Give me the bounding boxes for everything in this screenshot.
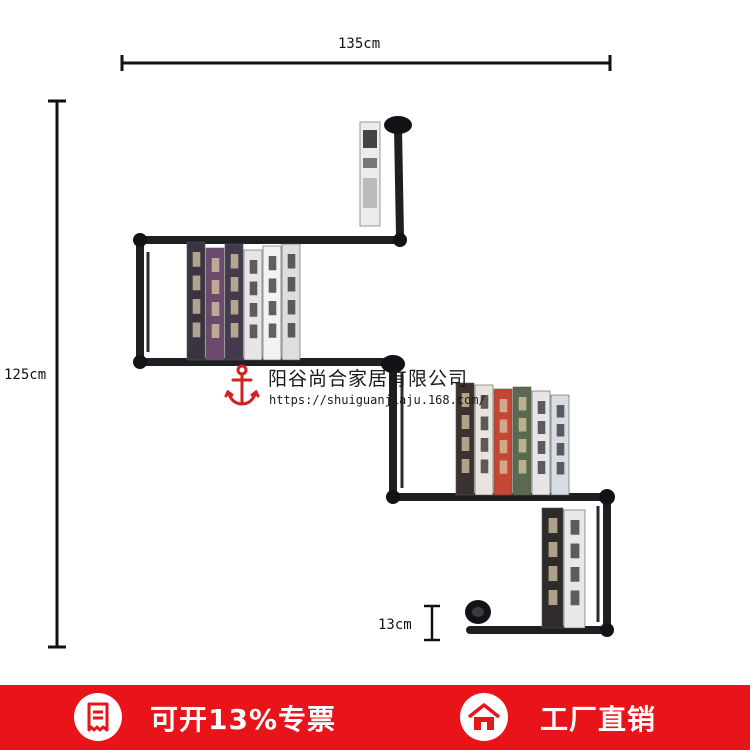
book-spine-print [537, 461, 546, 474]
book-spine-print [211, 302, 220, 316]
book-spine-print [211, 258, 220, 272]
book-spine-print [556, 443, 565, 456]
book-spine-print [287, 254, 296, 269]
width-dimension-line [120, 55, 612, 71]
pipe-shelf-frame [136, 124, 611, 634]
book-spine-print [249, 260, 258, 274]
book-spine-print [249, 303, 258, 317]
book-spine-print [570, 590, 580, 606]
invoice-icon [74, 693, 122, 741]
book-spine-print [570, 567, 580, 582]
factory-direct-text: 工厂直销 [540, 703, 657, 736]
book-spine-print [268, 278, 277, 293]
book-spine-print [570, 543, 580, 559]
books-top-shelf [186, 241, 301, 361]
book-spine-print [192, 299, 201, 314]
wall-flanges [133, 116, 615, 637]
book-spine-print [211, 280, 220, 294]
anchor-icon [224, 364, 260, 408]
wall-flange-highlight [472, 607, 484, 617]
book-spine-print [249, 281, 258, 296]
book-spine-print [548, 542, 558, 557]
magazine [359, 121, 381, 227]
book-spine-print [556, 462, 565, 475]
book-spine-print [518, 439, 527, 453]
book-spine-print [287, 300, 296, 315]
book-spine-print [230, 300, 239, 315]
book-spine-print [480, 395, 489, 409]
book-spine-print [268, 256, 277, 271]
book-spine-print [499, 419, 508, 433]
watermark-company: 阳谷尚合家居有限公司 [268, 368, 469, 390]
book-spine-print [192, 322, 201, 338]
book-spine-print [192, 275, 201, 291]
books-bottom-shelf [541, 507, 586, 629]
book-spine-print [211, 324, 220, 338]
width-label: 135cm [338, 36, 381, 52]
book-spine-print [480, 438, 489, 452]
book-spine-print [499, 399, 508, 413]
book-spine-print [268, 301, 277, 316]
book-spine-print [556, 405, 565, 418]
book-spine-print [556, 424, 565, 437]
height-dimension-line [48, 99, 66, 649]
invoice-text: 可开13%专票 [150, 703, 337, 736]
book-spine-print [461, 415, 470, 429]
book-spine-print [548, 566, 558, 581]
book-spine-print [249, 324, 258, 339]
book-spine-print [570, 520, 580, 535]
book-spine-print [461, 437, 470, 451]
book-spine-print [518, 397, 527, 411]
book-spine-print [499, 460, 508, 474]
promo-banner: 可开13%专票 工厂直销 [0, 685, 750, 750]
book-spine-print [287, 277, 296, 292]
book-spine-print [518, 460, 527, 474]
product-photo [48, 55, 615, 649]
book-spine-print [230, 277, 239, 292]
gap-label: 13cm [378, 617, 412, 633]
book-spine-print [537, 421, 546, 434]
height-label: 125cm [4, 367, 47, 383]
book-spine-print [192, 252, 201, 267]
books-middle-shelf [455, 382, 570, 496]
book-spine-print [537, 441, 546, 454]
book-spine-print [548, 518, 558, 533]
book-spine-print [461, 393, 470, 407]
book-spine-print [548, 590, 558, 605]
book-spine-print [499, 440, 508, 454]
book-spine-print [287, 323, 296, 338]
pipe-rails [146, 252, 600, 622]
watermark-url: https://shuiguanjiaju.168.com/ [269, 393, 486, 407]
book-spine-print [480, 459, 489, 474]
book-spine-print [268, 323, 277, 338]
book-spine-print [518, 418, 527, 432]
book-spine-print [230, 254, 239, 269]
book-spine-print [480, 416, 489, 431]
book-spine-print [537, 401, 546, 414]
gap-dimension-line [424, 604, 440, 642]
factory-house-icon [460, 693, 508, 741]
book-spine-print [461, 459, 470, 473]
book-spine-print [230, 323, 239, 338]
